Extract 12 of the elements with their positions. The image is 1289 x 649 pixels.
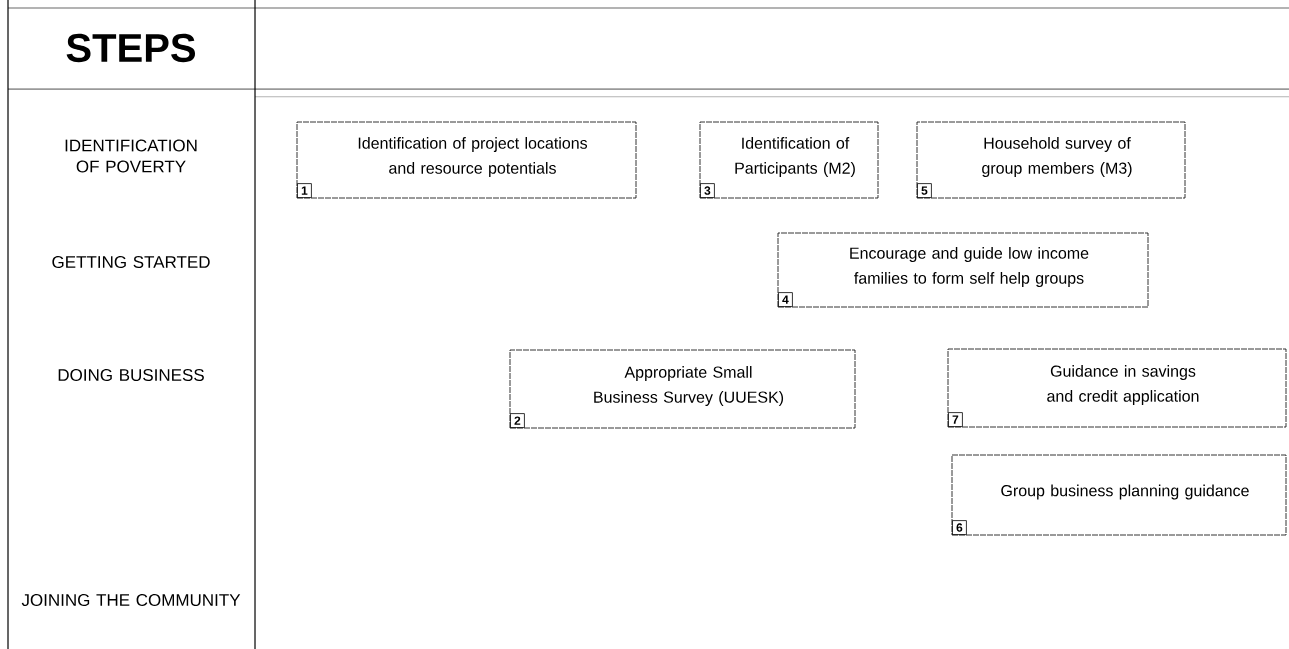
row-label: IDENTIFICATION OF POVERTY bbox=[65, 139, 197, 173]
step-box: Identification of project locations and resource potentials 1 bbox=[296, 121, 637, 199]
row-label: DOING BUSINESS bbox=[58, 369, 204, 382]
step-box: Appropriate Small Business Survey (UUESK) 2 bbox=[509, 349, 856, 429]
step-box: Encourage and guide low income families to form self help groups 4 bbox=[777, 232, 1149, 308]
step-box: Household survey of group members (M3) 5 bbox=[916, 121, 1186, 199]
row-label: JOINING THE COMMUNITY bbox=[21, 594, 241, 607]
step-box: Group business planning guidance 6 bbox=[951, 454, 1287, 536]
step-box: Identification of Participants (M2) 3 bbox=[699, 121, 879, 199]
step-box: Guidance in savings and credit application 7 bbox=[947, 348, 1287, 428]
column-heading: STEPS bbox=[66, 33, 195, 63]
row-label: GETTING STARTED bbox=[52, 256, 210, 269]
